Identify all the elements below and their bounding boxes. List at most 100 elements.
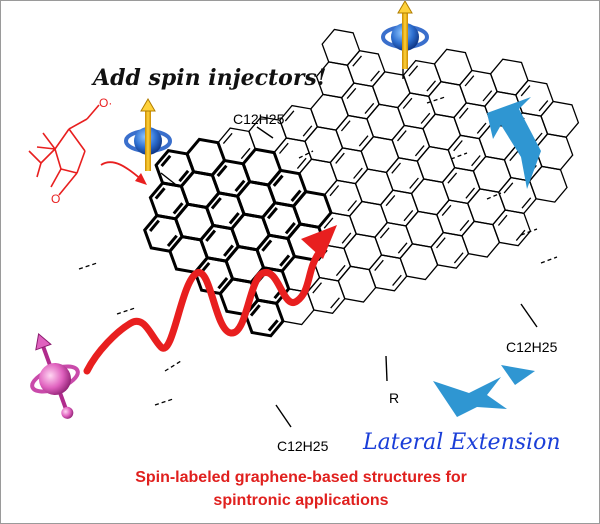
benzene-ring (433, 48, 473, 86)
double-bond (216, 164, 228, 177)
double-bond (426, 80, 436, 92)
benzene-ring (492, 209, 532, 247)
double-bond (217, 277, 229, 290)
benzene-ring (321, 28, 361, 66)
double-bond (458, 107, 469, 119)
double-bond (178, 169, 190, 183)
double-bond (402, 97, 413, 109)
spin-transport-wave (83, 249, 323, 375)
double-bond (323, 217, 334, 229)
double-bond (420, 112, 431, 124)
caption-line-2: spintronic applications (213, 492, 388, 509)
double-bond (385, 194, 396, 207)
double-bond (520, 85, 531, 97)
double-bond (392, 274, 402, 287)
double-bond (403, 209, 414, 222)
caption-line-1: Spin-labeled graphene-based structures f… (135, 469, 467, 486)
double-bond (509, 149, 519, 162)
double-bond (347, 200, 358, 212)
double-bond (364, 102, 375, 115)
radical-oxygen-label-2: O (51, 192, 60, 206)
double-bond (408, 65, 419, 77)
double-bond (154, 187, 166, 200)
double-bond (341, 232, 352, 244)
double-bond (370, 70, 380, 82)
double-bond (465, 187, 476, 199)
double-bond (284, 222, 296, 235)
double-bond (296, 157, 307, 170)
double-bond (228, 212, 240, 225)
double-bond (538, 100, 549, 112)
double-bond (223, 244, 234, 257)
double-bond (266, 207, 278, 220)
double-bond (312, 282, 322, 294)
double-bond (503, 182, 514, 194)
lateral-extension-label: Lateral Extension (362, 430, 560, 455)
double-bond (290, 189, 302, 202)
double-bond (476, 122, 487, 134)
double-bond (240, 147, 251, 160)
double-bond (515, 229, 526, 242)
double-bond (234, 179, 246, 193)
double-bond (335, 152, 345, 164)
double-bond (330, 297, 340, 309)
nitronyl-nitroxide-icon (28, 104, 147, 196)
double-bond (166, 234, 178, 247)
double-bond (459, 219, 470, 232)
double-bond (284, 110, 295, 122)
substituent-bottom-label: C12H25 (277, 438, 329, 454)
double-bond (335, 264, 346, 277)
double-bond (329, 185, 340, 197)
spin-carrier-icon (30, 332, 80, 419)
double-bond (272, 174, 284, 187)
benzene-ring (346, 49, 386, 88)
double-bond (497, 214, 508, 226)
double-bond (358, 135, 369, 147)
substituent-right-label: C12H25 (506, 339, 558, 355)
headline: Add spin injectors! (91, 65, 326, 91)
double-bond (353, 167, 363, 179)
double-bond (379, 227, 390, 239)
double-bond (279, 142, 289, 154)
double-bond (397, 242, 408, 254)
double-bond (453, 140, 463, 152)
double-bond (441, 204, 452, 217)
benzene-ring (540, 100, 580, 138)
double-bond (172, 202, 184, 215)
double-bond (482, 90, 493, 102)
double-bond (279, 254, 291, 267)
substituent-bonds (160, 63, 538, 428)
double-bond (521, 197, 532, 209)
double-bond (261, 239, 273, 252)
double-bond (340, 120, 351, 132)
spin-injector-icon (381, 1, 429, 69)
double-bond (471, 155, 481, 167)
double-bond (391, 162, 401, 174)
double-bond (374, 259, 384, 272)
double-bond (249, 304, 261, 317)
double-bond (222, 132, 233, 145)
double-bond (267, 319, 279, 332)
double-bond (160, 154, 172, 168)
double-bond (352, 55, 362, 67)
double-bond (210, 197, 222, 210)
wave-arrow-head (301, 225, 337, 259)
double-bond (397, 130, 407, 142)
lattice-edge-dashes (78, 96, 558, 406)
double-bond (453, 252, 464, 264)
benzene-ring (534, 133, 574, 171)
spin-injector-icon (124, 98, 172, 171)
double-bond (447, 172, 458, 184)
lateral-extension-arrow-icon (433, 97, 541, 417)
benzene-ring (489, 58, 529, 96)
double-bond (302, 125, 313, 137)
double-bond (436, 237, 446, 249)
benzene-ring (515, 79, 554, 117)
double-bond (464, 75, 475, 87)
double-bond (346, 87, 357, 100)
substituent-top-label: C12H25 (233, 111, 285, 127)
double-bond (148, 219, 160, 232)
r-group-label: R (389, 390, 399, 406)
double-bond (409, 177, 419, 189)
